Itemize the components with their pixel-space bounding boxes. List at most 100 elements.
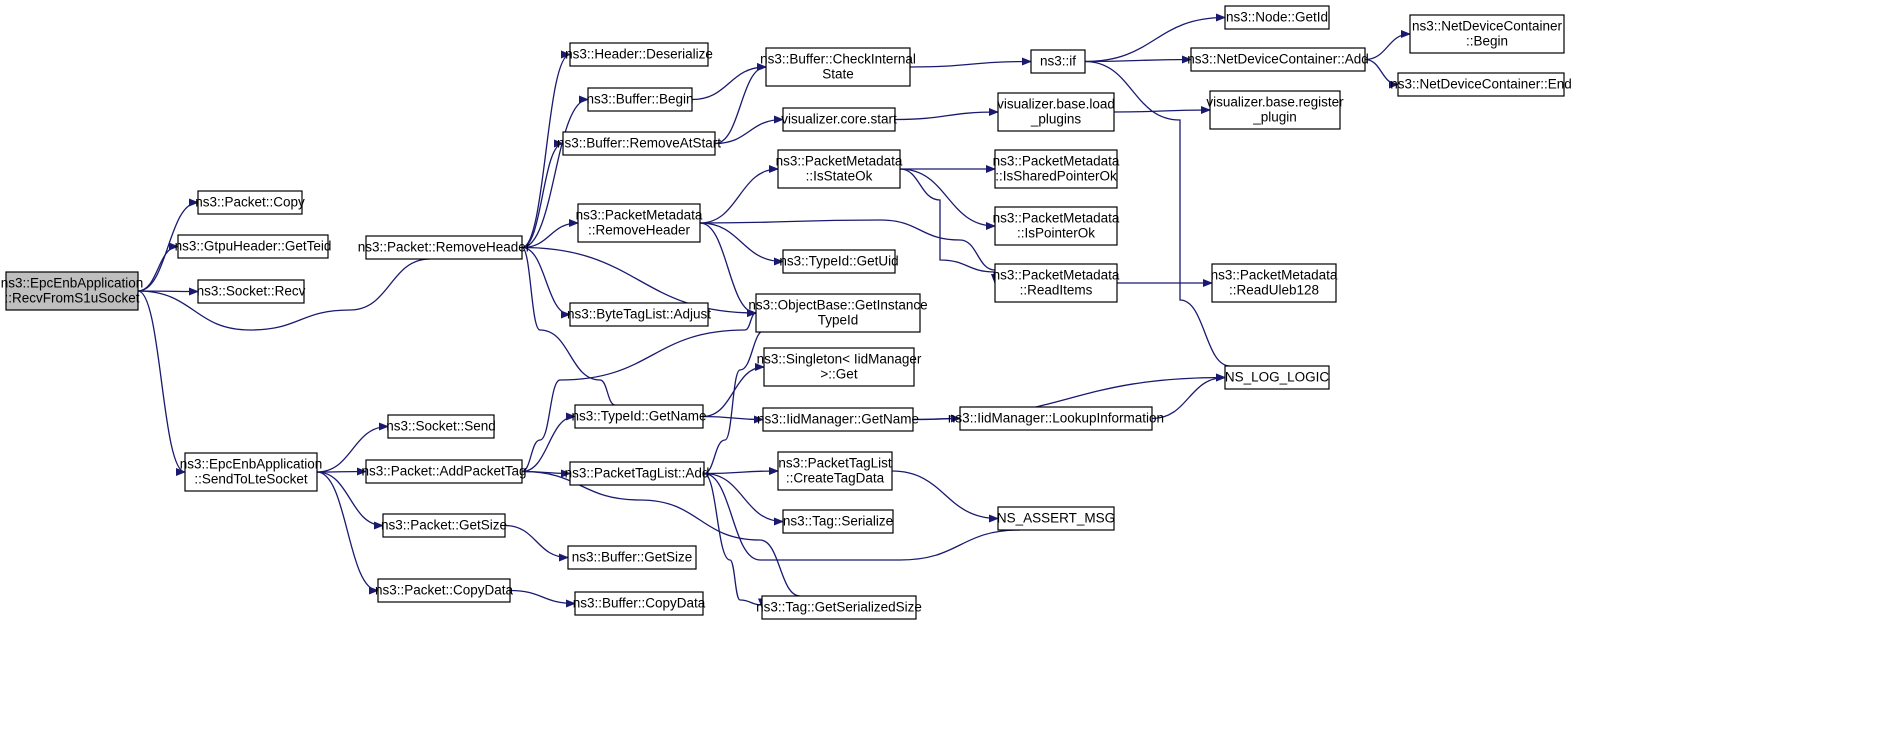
node-ndcEnd[interactable]: ns3::NetDeviceContainer::End [1390, 72, 1572, 97]
node-box[interactable] [994, 149, 1118, 189]
node-bufferCopyData[interactable]: ns3::Buffer::CopyData [573, 591, 706, 616]
node-box[interactable] [1030, 49, 1086, 74]
node-nodeGetId[interactable]: ns3::Node::GetId [1224, 5, 1330, 30]
node-recvFromS1u[interactable]: ns3::EpcEnbApplication::RecvFromS1uSocke… [1, 271, 144, 311]
node-box[interactable] [994, 206, 1118, 246]
node-ptlCreateTagData[interactable]: ns3::PacketTagList::CreateTagData [777, 451, 893, 491]
node-box[interactable] [782, 107, 896, 132]
edge-line [1364, 30, 1411, 61]
node-typeIdGetName[interactable]: ns3::TypeId::GetName [571, 404, 707, 429]
node-box[interactable] [5, 271, 139, 311]
node-box[interactable] [777, 149, 901, 189]
node-box[interactable] [777, 451, 893, 491]
edge-addPacketTag-to-typeIdGetName [521, 412, 576, 473]
node-pmIsPointerOk[interactable]: ns3::PacketMetadata::IsPointerOk [993, 206, 1120, 246]
node-label: ::ReadUleb128 [1229, 283, 1319, 298]
node-box[interactable] [197, 279, 305, 304]
node-box[interactable] [763, 347, 915, 387]
node-box[interactable] [197, 190, 303, 215]
node-bufferBegin[interactable]: ns3::Buffer::Begin [586, 87, 694, 112]
node-tagGetSerializedSize[interactable]: ns3::Tag::GetSerializedSize [756, 595, 922, 620]
edge-line [137, 290, 186, 476]
node-pmRemoveHeader[interactable]: ns3::PacketMetadata::RemoveHeader [576, 203, 703, 243]
node-box[interactable] [1209, 90, 1341, 130]
node-box[interactable] [765, 47, 911, 87]
node-box[interactable] [997, 506, 1115, 531]
node-box[interactable] [574, 404, 704, 429]
node-box[interactable] [762, 407, 914, 432]
node-label: ::RecvFromS1uSocket [4, 291, 139, 306]
node-box[interactable] [1211, 263, 1337, 303]
edge-vizBaseLoadPlugins-to-vizBaseRegisterPlugin [1113, 106, 1211, 115]
node-nsLogLogic[interactable]: NS_LOG_LOGIC [1224, 365, 1330, 390]
node-byteTagAdjust[interactable]: ns3::ByteTagList::Adjust [567, 302, 711, 327]
node-box[interactable] [365, 235, 523, 260]
node-vizBaseLoadPlugins[interactable]: visualizer.base.load_plugins [997, 92, 1115, 132]
node-box[interactable] [1397, 72, 1565, 97]
node-tagSerialize[interactable]: ns3::Tag::Serialize [782, 509, 894, 534]
node-box[interactable] [382, 513, 506, 538]
node-box[interactable] [577, 203, 701, 243]
node-box[interactable] [1409, 14, 1565, 54]
node-box[interactable] [569, 42, 709, 67]
node-box[interactable] [184, 452, 318, 492]
node-box[interactable] [377, 578, 511, 603]
node-box[interactable] [387, 414, 495, 439]
node-headerDeserialize[interactable]: ns3::Header::Deserialize [565, 42, 713, 67]
node-box[interactable] [994, 263, 1118, 303]
node-pmIsSharedPointerOk[interactable]: ns3::PacketMetadata::IsSharedPointerOk [993, 149, 1120, 189]
node-packetCopy[interactable]: ns3::Packet::Copy [195, 190, 305, 215]
edge-line [521, 309, 757, 473]
node-box[interactable] [177, 234, 329, 259]
node-box[interactable] [755, 293, 921, 333]
node-box[interactable] [562, 131, 716, 156]
node-box[interactable] [782, 249, 896, 274]
node-packetGetSize[interactable]: ns3::Packet::GetSize [381, 513, 507, 538]
node-ndcBegin[interactable]: ns3::NetDeviceContainer::Begin [1409, 14, 1565, 54]
node-iidGetName[interactable]: ns3::IidManager::GetName [757, 407, 919, 432]
node-nsAssertMsg[interactable]: NS_ASSERT_MSG [997, 506, 1115, 531]
node-gtpuGetTeid[interactable]: ns3::GtpuHeader::GetTeid [175, 234, 332, 259]
edge-line [316, 471, 384, 530]
node-typeIdGetUid[interactable]: ns3::TypeId::GetUid [779, 249, 899, 274]
node-packetTagListAdd[interactable]: ns3::PacketTagList::Add [565, 461, 710, 486]
node-box[interactable] [1190, 47, 1366, 72]
node-socketSend[interactable]: ns3::Socket::Send [386, 414, 496, 439]
node-bufferRemoveAtStart[interactable]: ns3::Buffer::RemoveAtStart [557, 131, 721, 156]
node-box[interactable] [959, 406, 1153, 431]
node-packetRemoveHeader[interactable]: ns3::Packet::RemoveHeader [358, 235, 531, 260]
node-box[interactable] [574, 591, 704, 616]
node-packetCopyData[interactable]: ns3::Packet::CopyData [375, 578, 514, 603]
node-box[interactable] [365, 459, 523, 484]
node-label: ns3::PacketMetadata [993, 154, 1120, 169]
node-iidLookupInformation[interactable]: ns3::IidManager::LookupInformation [948, 406, 1164, 431]
node-box[interactable] [782, 509, 894, 534]
node-addPacketTag[interactable]: ns3::Packet::AddPacketTag [361, 459, 527, 484]
node-bufferGetSize[interactable]: ns3::Buffer::GetSize [567, 545, 697, 570]
node-vizBaseRegisterPlugin[interactable]: visualizer.base.register_plugin [1206, 90, 1344, 130]
edge-recvFromS1u-to-sendToLte [137, 290, 186, 476]
node-label: ns3::if [1040, 54, 1076, 69]
node-box[interactable] [1224, 5, 1330, 30]
node-sendToLte[interactable]: ns3::EpcEnbApplication::SendToLteSocket [180, 452, 323, 492]
node-pmReadUleb128[interactable]: ns3::PacketMetadata::ReadUleb128 [1211, 263, 1338, 303]
edge-line [521, 139, 564, 249]
node-pmReadItems[interactable]: ns3::PacketMetadata::ReadItems [993, 263, 1120, 303]
edge-packetRemoveHeader-to-byteTagAdjust [521, 246, 571, 319]
node-box[interactable] [569, 461, 705, 486]
node-box[interactable] [587, 87, 693, 112]
node-box[interactable] [569, 302, 709, 327]
node-ndcAdd[interactable]: ns3::NetDeviceContainer::Add [1187, 47, 1369, 72]
node-vizCoreStart[interactable]: visualizer.core.start [781, 107, 897, 132]
node-box[interactable] [1224, 365, 1330, 390]
node-ns3If[interactable]: ns3::if [1030, 49, 1086, 74]
node-pmIsStateOk[interactable]: ns3::PacketMetadata::IsStateOk [776, 149, 903, 189]
node-singletonGet[interactable]: ns3::Singleton< IidManager>::Get [757, 347, 922, 387]
node-box[interactable] [997, 92, 1115, 132]
node-label: ns3::PacketMetadata [776, 154, 903, 169]
node-socketRecv[interactable]: ns3::Socket::Recv [197, 279, 306, 304]
node-box[interactable] [567, 545, 697, 570]
node-box[interactable] [761, 595, 917, 620]
